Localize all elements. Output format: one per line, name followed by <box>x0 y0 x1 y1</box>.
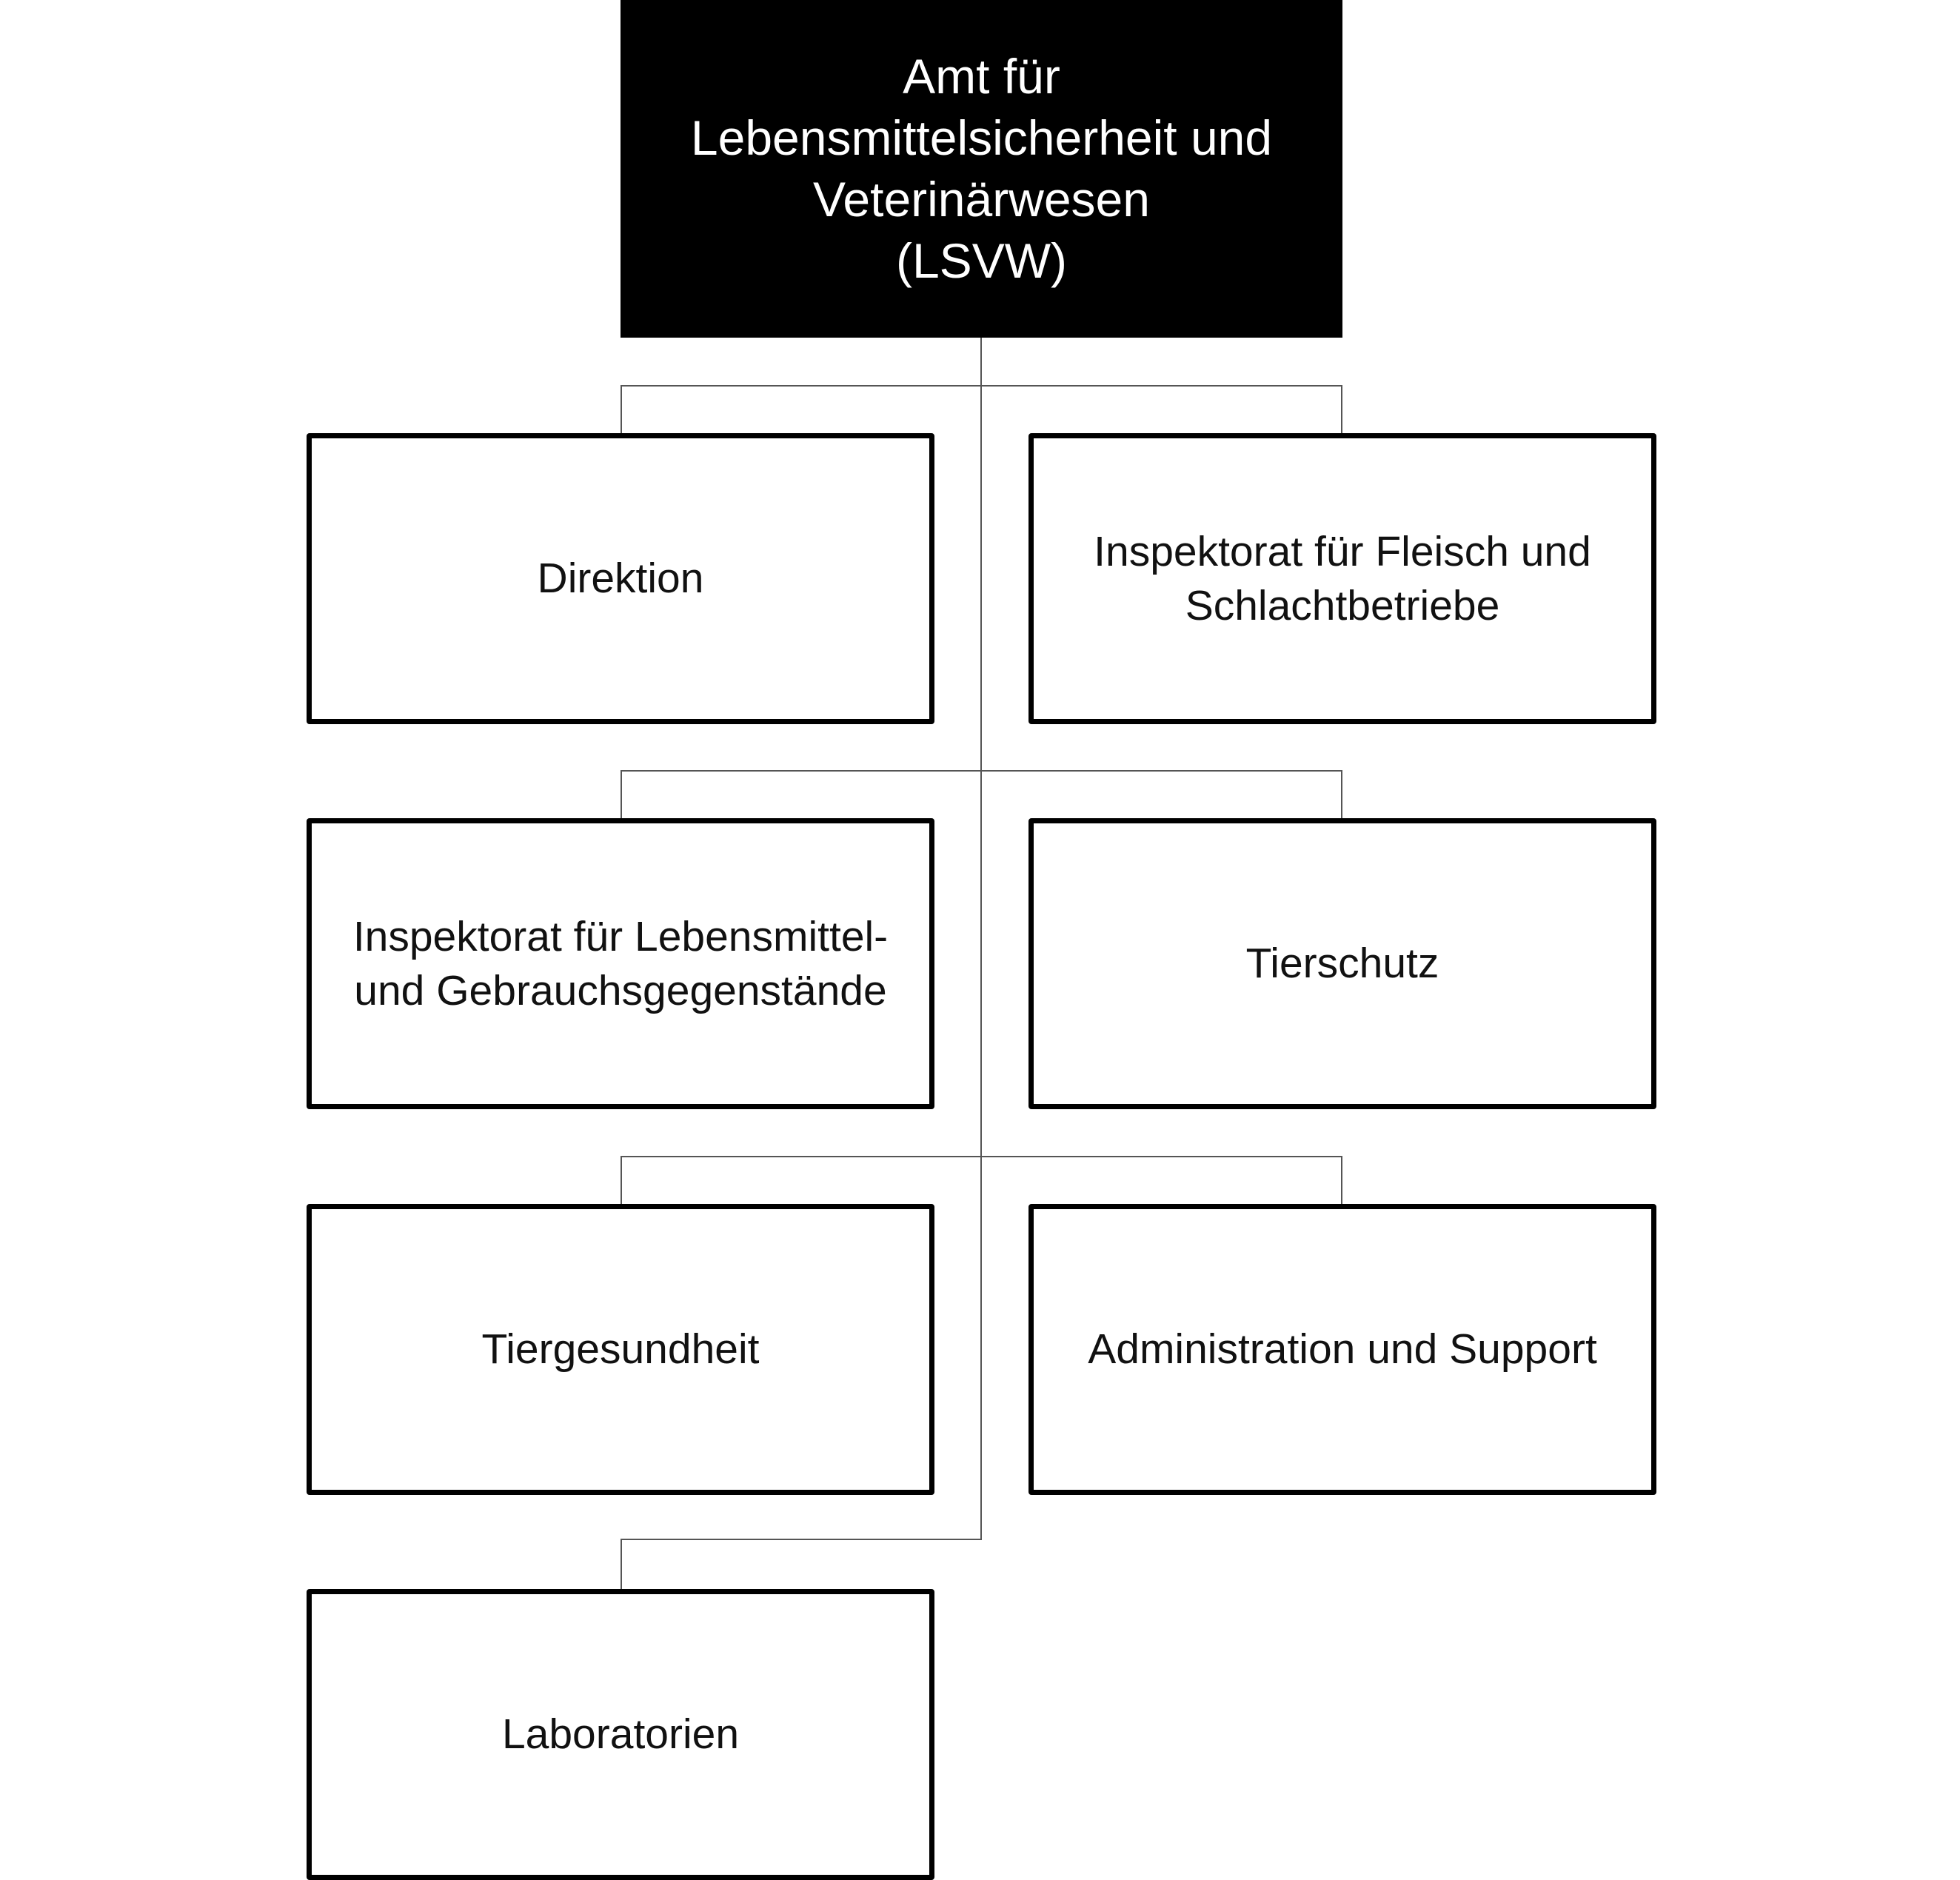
unit-label: Administration und Support <box>1088 1325 1597 1373</box>
unit-label: Direktion <box>537 555 704 602</box>
connector-row-1 <box>621 385 1342 387</box>
unit-inspektorat-lebensmittel: Inspektorat für Lebensmittel-und Gebrauc… <box>307 818 934 1109</box>
drop-1r <box>1341 385 1342 434</box>
drop-1l <box>621 385 622 434</box>
unit-label: und Gebrauchsgegenstände <box>354 966 887 1014</box>
unit-label: Inspektorat für Lebensmittel- <box>352 912 889 960</box>
unit-label: Laboratorien <box>501 1710 740 1758</box>
drop-2l <box>621 770 622 819</box>
unit-label: Tierschutz <box>1245 940 1439 987</box>
unit-laboratorien: Laboratorien <box>307 1589 934 1880</box>
root-node-lsvw: Amt für Lebensmittelsicherheit und Veter… <box>621 0 1342 338</box>
drop-3r <box>1341 1156 1342 1205</box>
root-line: Amt für <box>903 49 1060 104</box>
connector-row-3 <box>621 1156 1342 1157</box>
drop-4l <box>621 1539 622 1590</box>
drop-3l <box>621 1156 622 1205</box>
drop-2r <box>1341 770 1342 819</box>
unit-direktion: Direktion <box>307 433 934 724</box>
connector-row-2 <box>621 770 1342 772</box>
unit-label: Tiergesundheit <box>481 1325 760 1373</box>
root-line: Veterinärwesen <box>813 172 1150 227</box>
unit-administration-support: Administration und Support <box>1029 1204 1656 1495</box>
unit-label: Schlachtbetriebe <box>1185 581 1500 629</box>
unit-tiergesundheit: Tiergesundheit <box>307 1204 934 1495</box>
trunk-connector <box>980 337 982 1540</box>
root-line: Lebensmittelsicherheit und <box>690 110 1273 165</box>
root-line: (LSVW) <box>896 233 1067 288</box>
unit-tierschutz: Tierschutz <box>1029 818 1656 1109</box>
connector-row-4 <box>621 1539 982 1540</box>
unit-label: Inspektorat für Fleisch und <box>1094 527 1591 575</box>
